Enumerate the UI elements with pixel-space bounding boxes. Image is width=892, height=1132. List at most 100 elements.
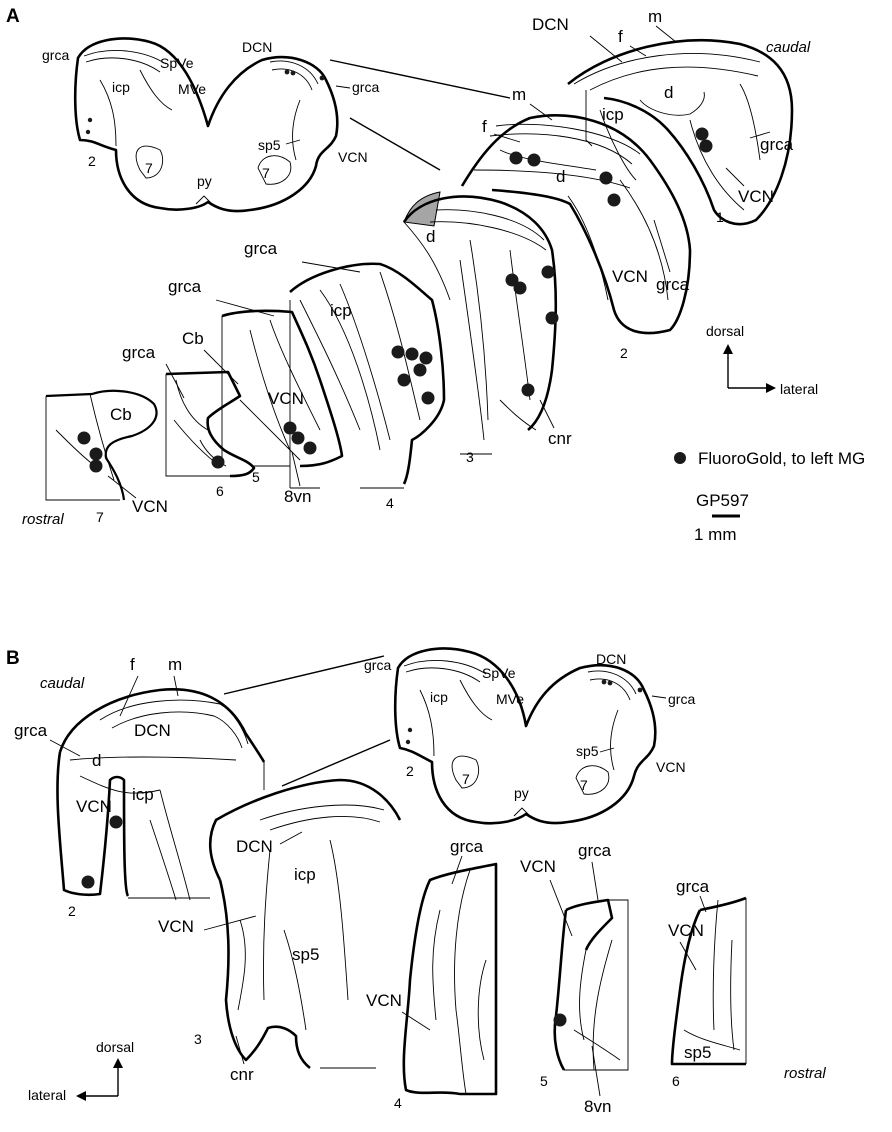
panel-b-letter: B <box>6 648 20 669</box>
panel-b-section-6: grca VCN sp5 6 rostral <box>668 877 826 1089</box>
panel-a-section-2: m f d VCN grca 2 <box>460 85 692 361</box>
panel-b-section-2: f m DCN grca d VCN icp 2 <box>14 655 266 919</box>
section-number: 5 <box>252 469 260 485</box>
label-vcn: VCN <box>612 267 648 286</box>
orientation-lateral: lateral <box>28 1087 66 1103</box>
section-number: 2 <box>406 763 414 779</box>
panel-a-letter: A <box>6 6 20 27</box>
label-dcn: DCN <box>134 721 171 740</box>
section-number: 6 <box>672 1073 680 1089</box>
orientation-caudal: caudal <box>40 675 85 692</box>
label-icp: icp <box>330 301 352 320</box>
label-grca: grca <box>14 721 48 740</box>
label-icp: icp <box>112 79 130 95</box>
label-d: d <box>92 751 101 770</box>
label-grca: grca <box>244 239 278 258</box>
section-number: 3 <box>194 1031 202 1047</box>
label-m: m <box>168 655 182 674</box>
label-spve: SpVe <box>482 665 516 681</box>
label-m: m <box>512 85 526 104</box>
label-grca: grca <box>676 877 710 896</box>
label-7: 7 <box>145 160 153 176</box>
label-grca: grca <box>42 47 69 63</box>
orientation-rostral: rostral <box>784 1065 826 1082</box>
label-vcn: VCN <box>520 857 556 876</box>
label-7: 7 <box>462 771 470 787</box>
label-grca: grca <box>656 275 690 294</box>
label-grca: grca <box>122 343 156 362</box>
label-cnr: cnr <box>548 429 572 448</box>
label-sp5: sp5 <box>684 1043 711 1062</box>
label-d: d <box>556 167 565 186</box>
label-mve: MVe <box>178 81 206 97</box>
label-vcn: VCN <box>738 187 774 206</box>
label-grca: grca <box>578 841 612 860</box>
label-dcn: DCN <box>242 39 272 55</box>
panel-b-section-5: VCN grca 8vn 5 <box>520 841 629 1116</box>
panel-b-brainstem-section: grca icp SpVe MVe DCN grca sp5 VCN 7 7 p… <box>364 647 695 825</box>
orientation-lateral: lateral <box>780 381 818 397</box>
label-vcn: VCN <box>132 497 168 516</box>
label-spve: SpVe <box>160 55 194 71</box>
label-icp: icp <box>430 689 448 705</box>
label-d: d <box>426 227 435 246</box>
label-grca: grca <box>450 837 484 856</box>
panel-b-section-4: grca VCN 4 <box>366 837 498 1111</box>
label-7: 7 <box>580 777 588 793</box>
label-sp5: sp5 <box>258 137 281 153</box>
label-f: f <box>130 655 135 674</box>
connector-line <box>329 59 511 99</box>
label-dcn: DCN <box>596 651 626 667</box>
section-number: 5 <box>540 1073 548 1089</box>
panel-b: B caudal f m DCN grca d VCN icp <box>6 647 826 1116</box>
label-sp5: sp5 <box>576 743 599 759</box>
label-7: 7 <box>262 165 270 181</box>
panel-a: A grca icp SpVe MVe DCN grca sp5 <box>6 6 865 544</box>
panel-b-orientation-arrows: dorsal lateral <box>28 1039 134 1103</box>
panel-a-brainstem-section: grca icp SpVe MVe DCN grca sp5 VCN 7 7 p… <box>42 37 379 213</box>
label-vcn: VCN <box>76 797 112 816</box>
label-py: py <box>514 785 529 801</box>
section-number: 6 <box>216 483 224 499</box>
section-number: 4 <box>386 495 394 511</box>
panel-a-section-3: d cnr 3 <box>402 191 572 465</box>
label-dcn: DCN <box>236 837 273 856</box>
label-cb: Cb <box>182 329 204 348</box>
label-cb: Cb <box>110 405 132 424</box>
label-cnr: cnr <box>230 1065 254 1084</box>
label-f: f <box>482 117 487 136</box>
label-dcn: DCN <box>532 15 569 34</box>
legend-scale: 1 mm <box>694 525 737 544</box>
section-number: 3 <box>466 449 474 465</box>
label-grca: grca <box>364 657 391 673</box>
label-sp5: sp5 <box>292 945 319 964</box>
panel-a-section-4: grca icp 4 <box>244 239 446 511</box>
orientation-dorsal: dorsal <box>96 1039 134 1055</box>
label-8vn: 8vn <box>284 487 311 506</box>
orientation-dorsal: dorsal <box>706 323 744 339</box>
label-f: f <box>618 27 623 46</box>
section-number: 7 <box>96 509 104 525</box>
label-py: py <box>197 173 212 189</box>
panel-a-section-6: grca Cb 6 <box>122 329 256 499</box>
label-vcn: VCN <box>338 149 368 165</box>
panel-b-section-3: DCN icp VCN sp5 cnr 3 <box>158 778 402 1084</box>
panel-a-orientation-arrows: dorsal lateral <box>706 323 818 397</box>
label-icp: icp <box>602 105 624 124</box>
label-icp: icp <box>294 865 316 884</box>
legend-fluorogold: FluoroGold, to left MG <box>698 449 865 468</box>
panel-a-section-7: Cb VCN 7 rostral <box>22 389 168 528</box>
section-number: 4 <box>394 1095 402 1111</box>
panel-a-section-5: grca VCN 8vn 5 <box>168 277 344 506</box>
label-grca: grca <box>668 691 695 707</box>
label-vcn: VCN <box>656 759 686 775</box>
label-vcn: VCN <box>268 389 304 408</box>
label-grca: grca <box>760 135 794 154</box>
label-vcn: VCN <box>668 921 704 940</box>
section-number: 2 <box>88 153 96 169</box>
label-d: d <box>664 83 673 102</box>
legend-case: GP597 <box>696 491 749 510</box>
panel-a-section-1: DCN m f icp d grca VCN 1 caudal <box>532 7 811 226</box>
label-8vn: 8vn <box>584 1097 611 1116</box>
